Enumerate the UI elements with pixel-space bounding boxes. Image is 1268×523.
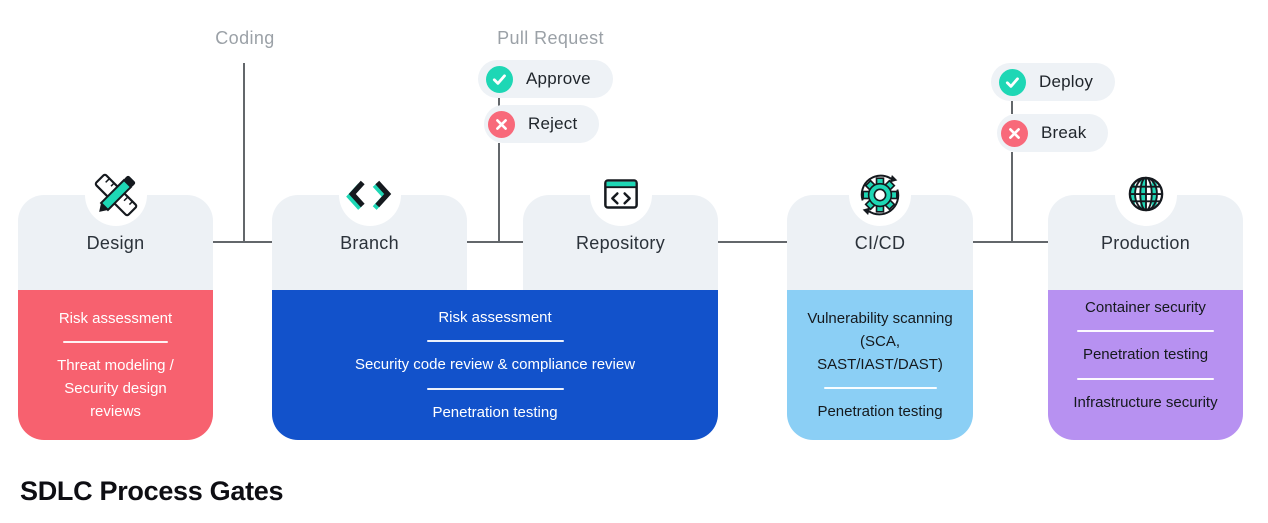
stage-label: CI/CD: [854, 233, 906, 253]
coding-label: Coding: [215, 28, 275, 48]
coding-drop-line: [243, 63, 245, 241]
divider: [823, 387, 937, 390]
activity-item: Penetration testing: [1082, 346, 1209, 364]
deploy-badge-label: Deploy: [1039, 72, 1094, 91]
check-circle-icon: [999, 68, 1026, 96]
connector-design-branch: [213, 241, 273, 243]
activity-item: Threat modeling / Security design review…: [57, 356, 174, 421]
x-circle-icon: [1001, 119, 1028, 147]
approve-badge-label: Approve: [526, 69, 591, 88]
deploy-badge: Deploy: [991, 63, 1116, 101]
stage-card-production: Production: [1048, 164, 1243, 290]
stage-label: Production: [1100, 233, 1191, 253]
x-circle-icon: [488, 110, 515, 138]
code-window-icon: [603, 179, 638, 209]
connector-repository-cicd: [718, 241, 787, 243]
reject-badge-label: Reject: [528, 114, 578, 133]
divider: [63, 340, 168, 343]
break-badge-label: Break: [1041, 123, 1087, 142]
page-title: SDLC Process Gates: [20, 476, 284, 506]
cicd-activities-panel: Vulnerability scanning (SCA, SAST/IAST/D…: [787, 290, 973, 440]
stage-card-repository: Repository: [523, 164, 718, 290]
ruler-pencil-icon: [94, 173, 137, 217]
stage-card-design: Design: [18, 164, 213, 290]
break-drop-line: [1011, 152, 1013, 241]
activity-item: Infrastructure security: [1073, 393, 1218, 411]
globe-icon: [1128, 176, 1163, 212]
reject-badge: Reject: [484, 105, 600, 143]
connector-cicd-production: [973, 241, 1048, 243]
stage-label: Design: [86, 233, 145, 253]
divider: [1077, 377, 1214, 380]
stage-card-branch: Branch: [272, 164, 467, 290]
activity-item: Container security: [1085, 299, 1206, 317]
reject-drop-line: [498, 143, 500, 241]
approve-badge: Approve: [478, 60, 613, 98]
break-badge: Break: [997, 114, 1109, 152]
code-chevrons-icon: [345, 180, 391, 210]
stage-card-cicd: CI/CD: [787, 164, 973, 290]
pull-request-label: Pull Request: [497, 28, 604, 48]
activity-item: Risk assessment: [58, 309, 173, 327]
connector-branch-repository: [467, 241, 523, 243]
activity-item: Vulnerability scanning (SCA, SAST/IAST/D…: [807, 309, 953, 374]
divider: [426, 387, 564, 390]
divider: [426, 340, 564, 343]
activity-item: Penetration testing: [432, 403, 558, 421]
activity-item: Penetration testing: [817, 403, 943, 421]
branch-repository-activities-panel: Risk assessment Security code review & c…: [272, 290, 718, 440]
deploy-break-link-line: [1011, 101, 1013, 114]
divider: [1077, 330, 1214, 333]
production-activities-panel: Container security Penetration testing I…: [1048, 290, 1243, 440]
stage-label: Branch: [340, 233, 399, 253]
check-circle-icon: [486, 65, 513, 93]
gear-cycle-icon: [860, 174, 900, 216]
activity-item: Risk assessment: [438, 309, 552, 327]
design-activities-panel: Risk assessment Threat modeling / Securi…: [18, 290, 213, 440]
approve-reject-link-line: [498, 98, 500, 106]
activity-item: Security code review & compliance review: [354, 356, 636, 374]
stage-label: Repository: [575, 233, 666, 253]
